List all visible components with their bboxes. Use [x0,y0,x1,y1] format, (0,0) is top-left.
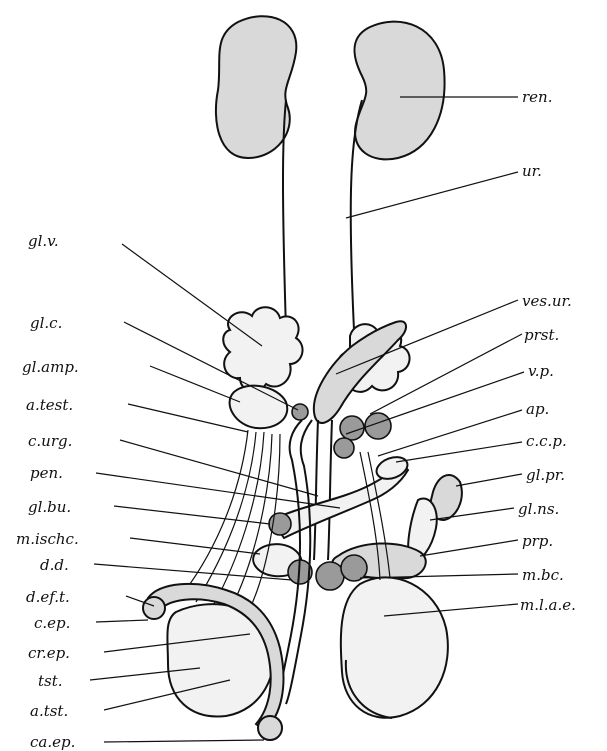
label-c-urg: c.urg. [28,432,72,450]
label-d-d: d.d. [40,556,69,574]
urethra [328,420,332,560]
corpus-cavernosum [374,453,411,483]
leader-ap [378,410,522,456]
label-pen: pen. [30,464,63,482]
label-gl-pr: gl.pr. [526,466,565,484]
leader-ur [346,172,518,218]
label-gl-v: gl.v. [28,232,59,250]
label-ren: ren. [522,88,552,106]
bulbocavernosus-muscle [316,562,344,590]
right-testis [341,577,448,717]
leader-prp [420,540,518,556]
label-c-c-p: c.c.p. [526,432,567,450]
urethra [314,420,318,560]
label-ves-ur: ves.ur. [522,292,572,310]
prostate-lobe [334,438,354,458]
prostate-lobe [340,416,364,440]
bulbocavernosus-muscle [341,555,367,581]
label-v-p: v.p. [528,362,554,380]
epididymis-head [143,597,165,619]
coagulating-gland [292,404,308,420]
right-kidney [354,22,444,160]
leader-gl-bu [114,506,270,524]
label-m-bc: m.bc. [522,566,564,584]
label-a-tst: a.tst. [30,702,68,720]
label-gl-bu: gl.bu. [28,498,71,516]
leader-c-c-p [396,442,522,462]
leader-c-urg [120,440,318,496]
label-cr-ep: cr.ep. [28,644,70,662]
label-a-test: a.test. [26,396,73,414]
label-prst: prst. [524,326,559,344]
ampulla-gland [230,386,288,429]
label-m-l-a-e: m.l.a.e. [520,596,576,614]
epididymis-tail [258,716,282,740]
label-prp: prp. [522,532,553,550]
label-d-ef-t: d.ef.t. [26,588,70,606]
label-tst: tst. [38,672,63,690]
leader-gl-pr [456,474,522,486]
leader-gl-v [122,244,262,346]
label-ur: ur. [522,162,542,180]
label-ap: ap. [526,400,549,418]
label-c-ep: c.ep. [34,614,70,632]
label-m-ischc: m.ischc. [16,530,79,548]
leader-pen [96,473,340,508]
label-gl-ns: gl.ns. [518,500,559,518]
leader-ca-ep [104,740,264,742]
label-ca-ep: ca.ep. [30,733,75,751]
label-gl-amp: gl.amp. [22,358,79,376]
label-gl-c: gl.c. [30,314,62,332]
leader-c-ep [96,620,148,622]
